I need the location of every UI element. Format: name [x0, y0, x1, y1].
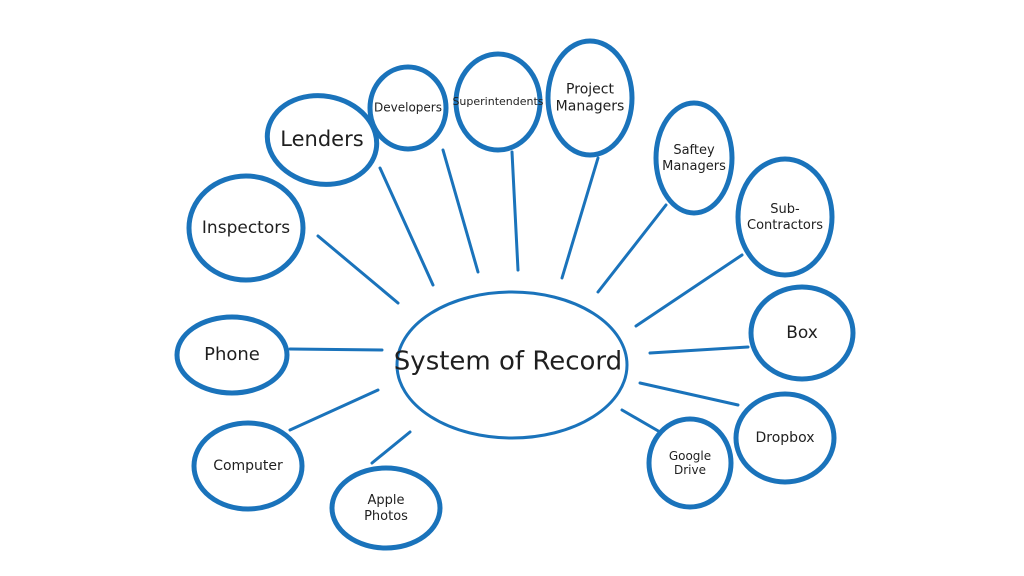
node-label-line-saftey-managers-0: Saftey — [673, 143, 715, 158]
node-ellipse-sub-contractors — [735, 156, 835, 278]
spoke-developers — [441, 148, 480, 274]
node-computer: Computer — [191, 420, 305, 512]
node-sub-contractors: Sub-Contractors — [735, 156, 835, 278]
node-ellipse-phone — [174, 314, 290, 396]
spoke-apple-photos — [370, 430, 412, 465]
node-label-computer: Computer — [213, 458, 283, 474]
node-phone: Phone — [174, 314, 290, 396]
node-label-line-sub-contractors-0: Sub- — [770, 202, 800, 217]
center-ellipse — [395, 290, 629, 440]
node-label-line-saftey-managers-1: Managers — [662, 158, 726, 173]
spoke-project-managers — [560, 156, 600, 280]
node-inspectors: Inspectors — [186, 173, 306, 283]
spoke-google-drive — [620, 408, 662, 434]
node-ellipse-box — [748, 284, 856, 382]
node-lenders: Lenders — [264, 93, 380, 187]
node-ellipse-superintendents — [453, 51, 543, 153]
node-label-line-google-drive-1: Drive — [674, 463, 706, 477]
node-ellipse-inspectors — [186, 173, 306, 283]
spoke-inspectors — [316, 234, 400, 305]
node-label-lenders: Lenders — [280, 127, 363, 151]
center-label: System of Record — [394, 347, 622, 377]
node-ellipse-apple-photos — [329, 465, 443, 551]
node-label-dropbox: Dropbox — [756, 430, 815, 446]
spoke-dropbox — [638, 381, 740, 407]
node-label-line-project-managers-1: Managers — [556, 98, 625, 114]
node-label-line-apple-photos-0: Apple — [367, 493, 404, 508]
node-ellipse-google-drive — [646, 416, 734, 510]
node-dropbox: Dropbox — [733, 391, 837, 485]
spoke-sub-contractors — [634, 253, 744, 328]
node-label-developers: Developers — [374, 101, 442, 115]
spoke-computer — [288, 388, 380, 432]
node-label-inspectors: Inspectors — [202, 218, 290, 238]
center-node: System of Record — [394, 290, 629, 440]
node-label-line-project-managers-0: Project — [566, 82, 614, 98]
node-ellipse-computer — [191, 420, 305, 512]
node-label-line-sub-contractors-1: Contractors — [747, 217, 823, 232]
node-label-superintendents: Superintendents — [452, 95, 543, 108]
spoke-phone — [288, 347, 384, 352]
node-developers: Developers — [367, 64, 449, 152]
node-ellipse-lenders — [264, 93, 380, 187]
node-label-sub-contractors: Sub-Contractors — [747, 202, 823, 233]
node-label-line-apple-photos-1: Photos — [364, 508, 408, 523]
node-ellipse-project-managers — [545, 38, 635, 158]
node-ellipse-developers — [367, 64, 449, 152]
node-ellipse-saftey-managers — [653, 100, 735, 216]
spoke-saftey-managers — [596, 203, 668, 294]
spoke-box — [648, 345, 750, 355]
node-label-line-google-drive-0: Google — [669, 448, 711, 462]
node-label-box: Box — [786, 323, 818, 343]
node-box: Box — [748, 284, 856, 382]
spoke-lenders — [378, 166, 435, 287]
node-ellipse-dropbox — [733, 391, 837, 485]
spoke-superintendents — [510, 150, 520, 272]
spokes-layer — [288, 148, 750, 465]
node-label-phone: Phone — [204, 344, 260, 365]
node-superintendents: Superintendents — [452, 51, 544, 153]
